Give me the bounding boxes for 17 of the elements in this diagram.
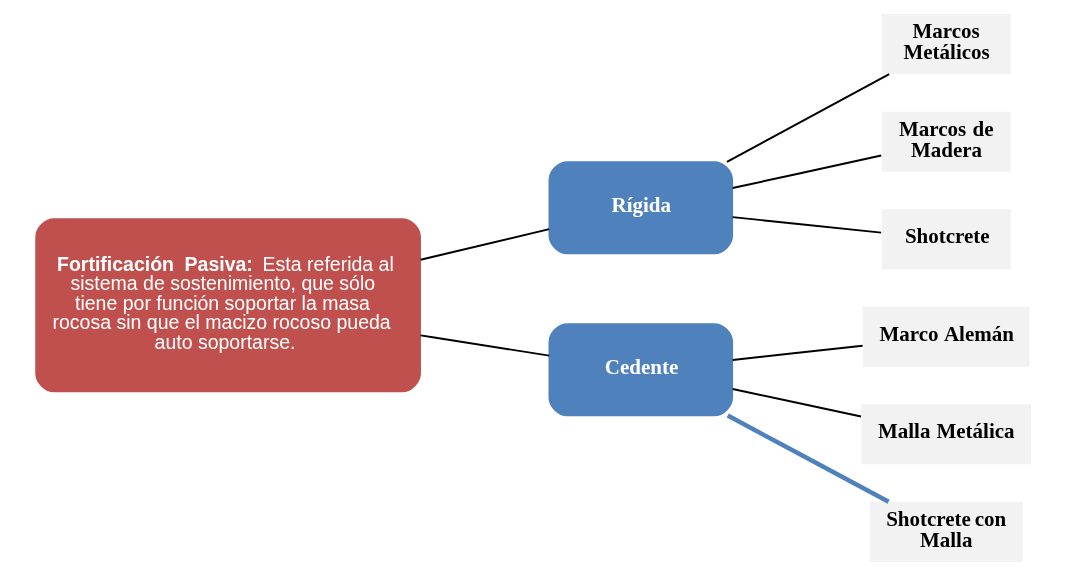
node-box: Malla Metálica: [861, 404, 1031, 465]
connector: [726, 413, 890, 504]
node-box: Shotcrete con Malla: [869, 501, 1023, 562]
connector: [725, 73, 891, 163]
connector: [731, 216, 883, 234]
connector: [731, 388, 863, 418]
connector: [731, 154, 883, 189]
node-box: Shotcrete: [881, 209, 1011, 270]
node-box: Cedente: [548, 323, 734, 417]
connector: [419, 228, 551, 261]
connector: [419, 334, 551, 357]
connector: [731, 344, 864, 361]
node-box: Fortificación Pasiva: Esta referida al sistema de sostenimiento, que sólo tiene por función soportar la masa rocosa sin que el macizo rocoso pueda auto soportarse.: [35, 218, 421, 393]
node-box: Marco Alemán: [862, 306, 1030, 367]
node-box: Marcos Metálicos: [881, 14, 1011, 75]
node-box: Marcos de Madera: [881, 111, 1011, 172]
node-box: Rígida: [548, 161, 734, 255]
